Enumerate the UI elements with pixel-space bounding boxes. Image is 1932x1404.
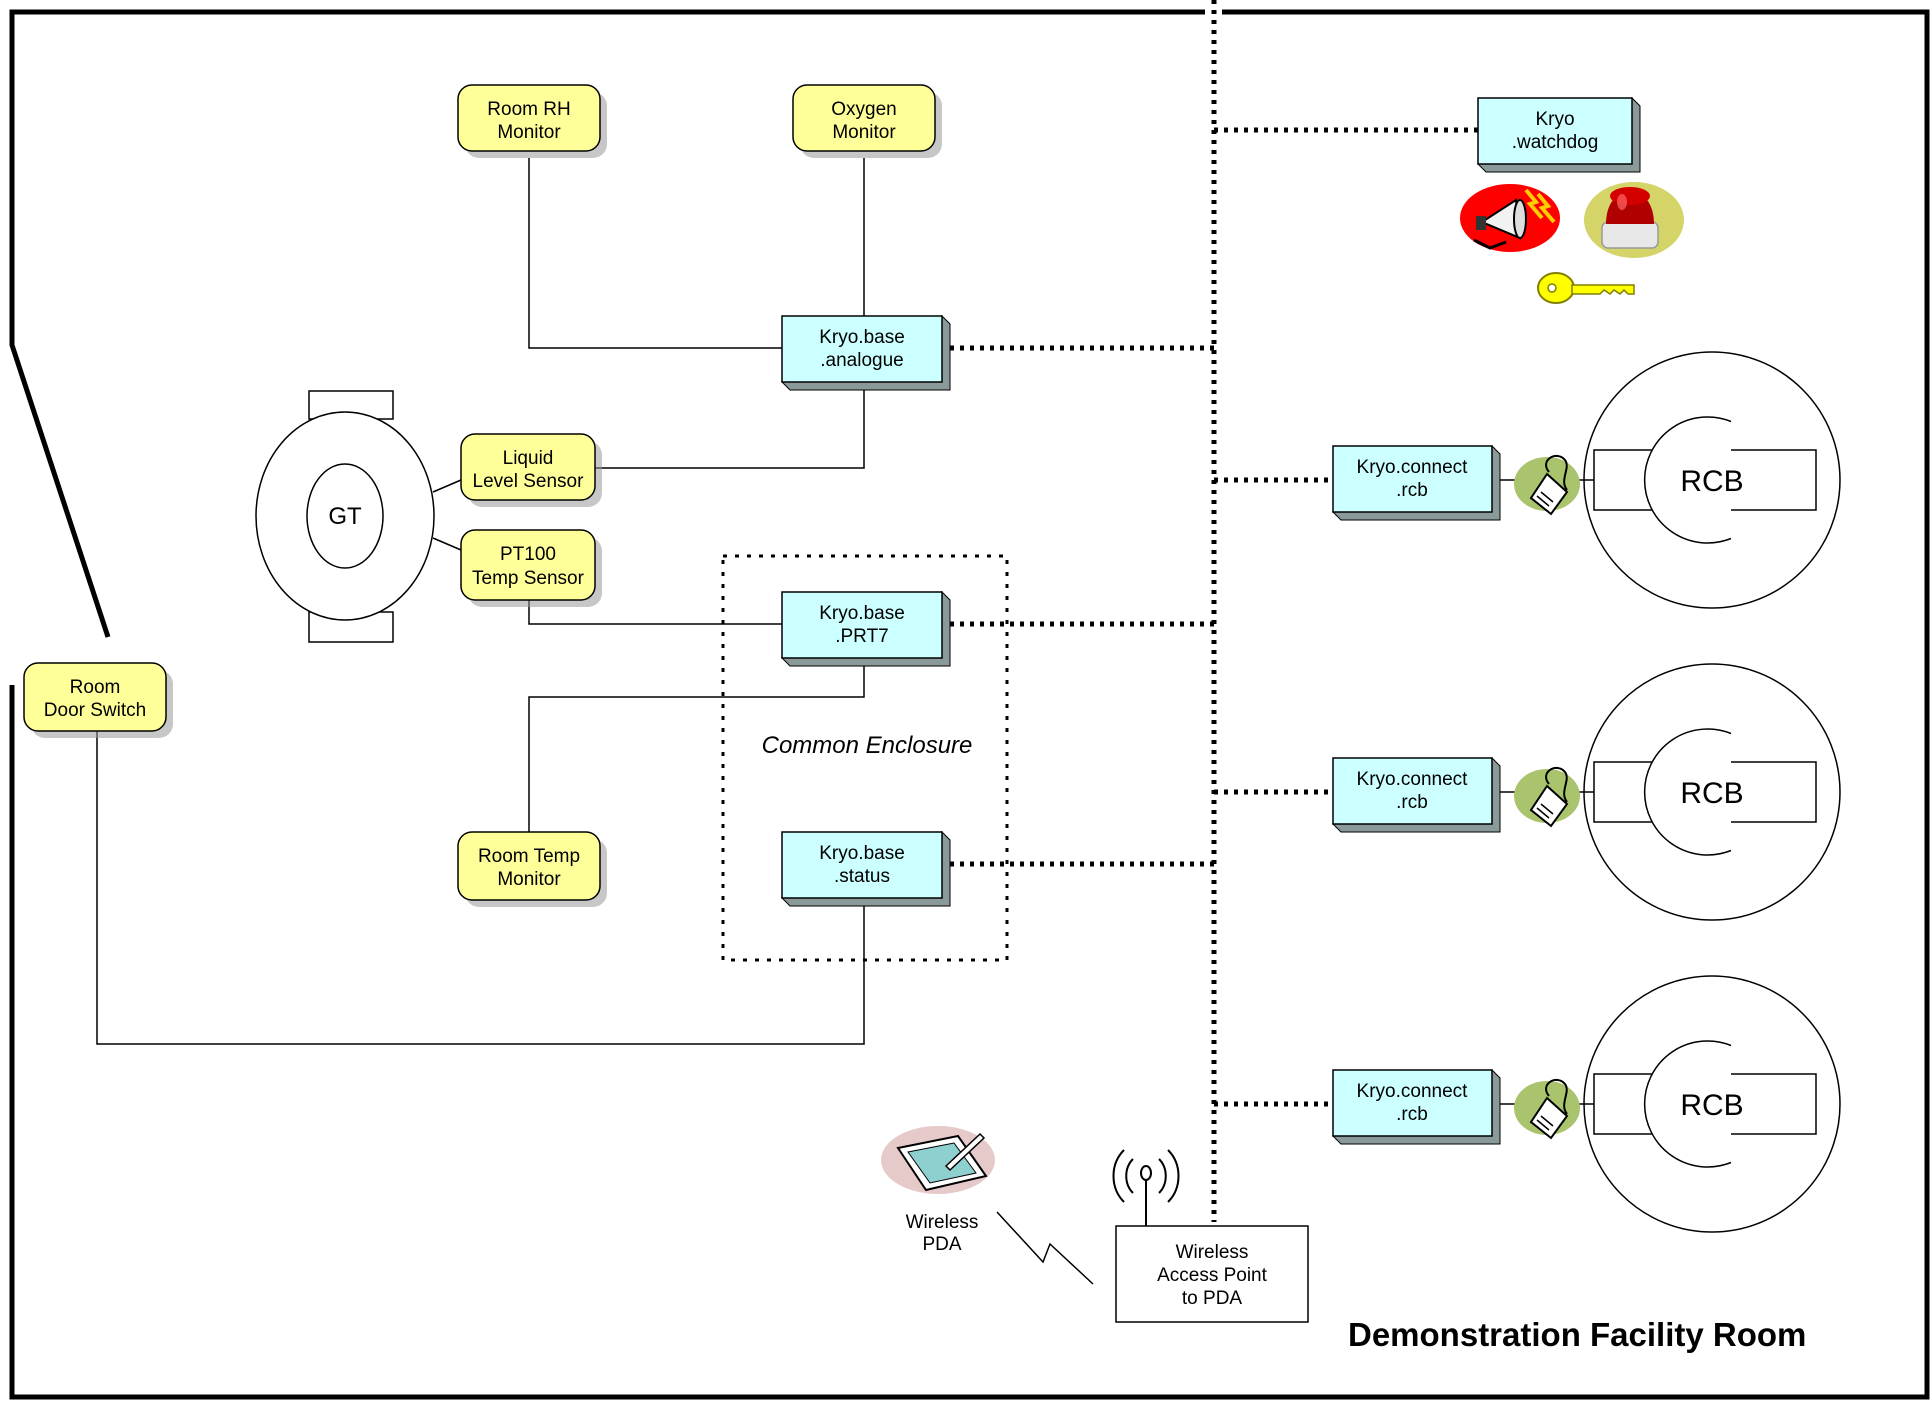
- pda-label-line2: PDA: [922, 1234, 961, 1255]
- sensor-label-line1: Room RH: [487, 99, 570, 120]
- wire-pda-to-access-point: [996, 1211, 1094, 1285]
- wiring: [96, 158, 1094, 1285]
- sensor-room-door-switch: Room Door Switch: [23, 662, 173, 738]
- room-outline: [9, 9, 1930, 1400]
- sensor-label-line2: Monitor: [497, 869, 561, 890]
- common-enclosure: [721, 554, 1009, 962]
- alarm-siren-icon: [1460, 184, 1560, 252]
- room-wall-bottom-left: [9, 9, 1930, 1400]
- modem-icon: [1514, 766, 1580, 828]
- sensor-label-line2: Temp Sensor: [472, 568, 585, 589]
- module-kryo-base-status: Kryo.base .status: [780, 830, 951, 907]
- module-label-line2: .rcb: [1396, 480, 1428, 501]
- module-label-line2: .analogue: [820, 350, 903, 371]
- rcb-unit-2: RCB: [1583, 663, 1841, 921]
- module-label-line2: .PRT7: [835, 626, 889, 647]
- module-label-line2: .rcb: [1396, 792, 1428, 813]
- sensor-oxygen-monitor: Oxygen Monitor: [792, 84, 942, 158]
- module-label-line1: Kryo: [1535, 109, 1574, 130]
- module-label-line1: Kryo.connect: [1357, 769, 1469, 790]
- gt-inner-core: [306, 463, 384, 569]
- access-point-label-line3: to PDA: [1182, 1288, 1243, 1309]
- module-label-line2: .status: [834, 866, 890, 887]
- wire-analogue-to-liquid: [595, 382, 865, 469]
- module-label-line2: .watchdog: [1512, 132, 1599, 153]
- beacon-light-icon: [1584, 182, 1684, 258]
- sensor-label-line1: Room Temp: [478, 846, 580, 867]
- access-point-label-line2: Access Point: [1157, 1265, 1268, 1286]
- rcb-hub: [1643, 416, 1732, 544]
- sensor-label-line1: PT100: [500, 544, 556, 565]
- access-point-label-line1: Wireless: [1176, 1242, 1249, 1263]
- module-label-line1: Kryo.connect: [1357, 1081, 1469, 1102]
- wireless-access-point: Wireless Access Point to PDA: [1115, 1225, 1309, 1323]
- module-label-line1: Kryo.connect: [1357, 457, 1469, 478]
- sensor-label-line1: Liquid: [503, 448, 554, 469]
- pda-label-line1: Wireless: [906, 1212, 979, 1233]
- wire-gt-to-pt100: [432, 537, 462, 551]
- module-kryo-connect-rcb-2: Kryo.connect .rcb: [1331, 756, 1501, 833]
- module-kryo-connect-rcb-1: Kryo.connect .rcb: [1331, 444, 1501, 521]
- sensor-label-line1: Oxygen: [831, 99, 896, 120]
- wire-prt7-to-roomtemp: [528, 658, 865, 832]
- sensor-room-rh-monitor: Room RH Monitor: [457, 84, 607, 158]
- module-label-line1: Kryo.base: [819, 327, 905, 348]
- module-label-line1: Kryo.base: [819, 603, 905, 624]
- sensor-room-temp-monitor: Room Temp Monitor: [457, 831, 607, 907]
- module-kryo-base-analogue: Kryo.base .analogue: [780, 314, 951, 391]
- key-icon: [1537, 272, 1635, 304]
- sensor-label-line2: Level Sensor: [473, 471, 585, 492]
- rcb-label: RCB: [1680, 1089, 1743, 1122]
- module-kryo-watchdog: Kryo .watchdog: [1476, 96, 1641, 173]
- rcb-label: RCB: [1680, 465, 1743, 498]
- module-kryo-connect-rcb-3: Kryo.connect .rcb: [1331, 1068, 1501, 1145]
- modem-icon: [1514, 454, 1580, 516]
- module-label-line1: Kryo.base: [819, 843, 905, 864]
- rcb-label: RCB: [1680, 777, 1743, 810]
- wire-pt100-to-prt7: [528, 600, 782, 625]
- rcb-hub: [1643, 1040, 1732, 1168]
- antenna-icon: [1112, 1149, 1180, 1226]
- rcb-unit-1: RCB: [1583, 351, 1841, 609]
- wire-gt-to-liquid: [432, 479, 462, 493]
- enclosure-label: Common Enclosure: [762, 732, 973, 759]
- rcb-hub: [1643, 728, 1732, 856]
- module-kryo-base-prt7: Kryo.base .PRT7: [780, 590, 951, 667]
- modem-icon: [1514, 1078, 1580, 1140]
- room-wall-top-left: [9, 9, 1205, 638]
- rcb-unit-3: RCB: [1583, 975, 1841, 1233]
- sensor-label-line2: Door Switch: [44, 700, 146, 721]
- sensor-liquid-level: Liquid Level Sensor: [460, 433, 602, 507]
- sensor-label-line2: Monitor: [832, 122, 896, 143]
- room-title: Demonstration Facility Room: [1348, 1316, 1806, 1353]
- sensor-pt100-temp: PT100 Temp Sensor: [460, 529, 602, 607]
- sensor-label-line2: Monitor: [497, 122, 561, 143]
- gt-vessel: GT: [255, 390, 435, 643]
- wire-status-to-door: [96, 731, 865, 1045]
- module-label-line2: .rcb: [1396, 1104, 1428, 1125]
- pda-icon: [881, 1126, 995, 1194]
- network-links: [950, 0, 1478, 1222]
- sensor-label-line1: Room: [70, 677, 121, 698]
- wire-rh-to-analogue: [528, 158, 782, 349]
- gt-label: GT: [328, 503, 362, 530]
